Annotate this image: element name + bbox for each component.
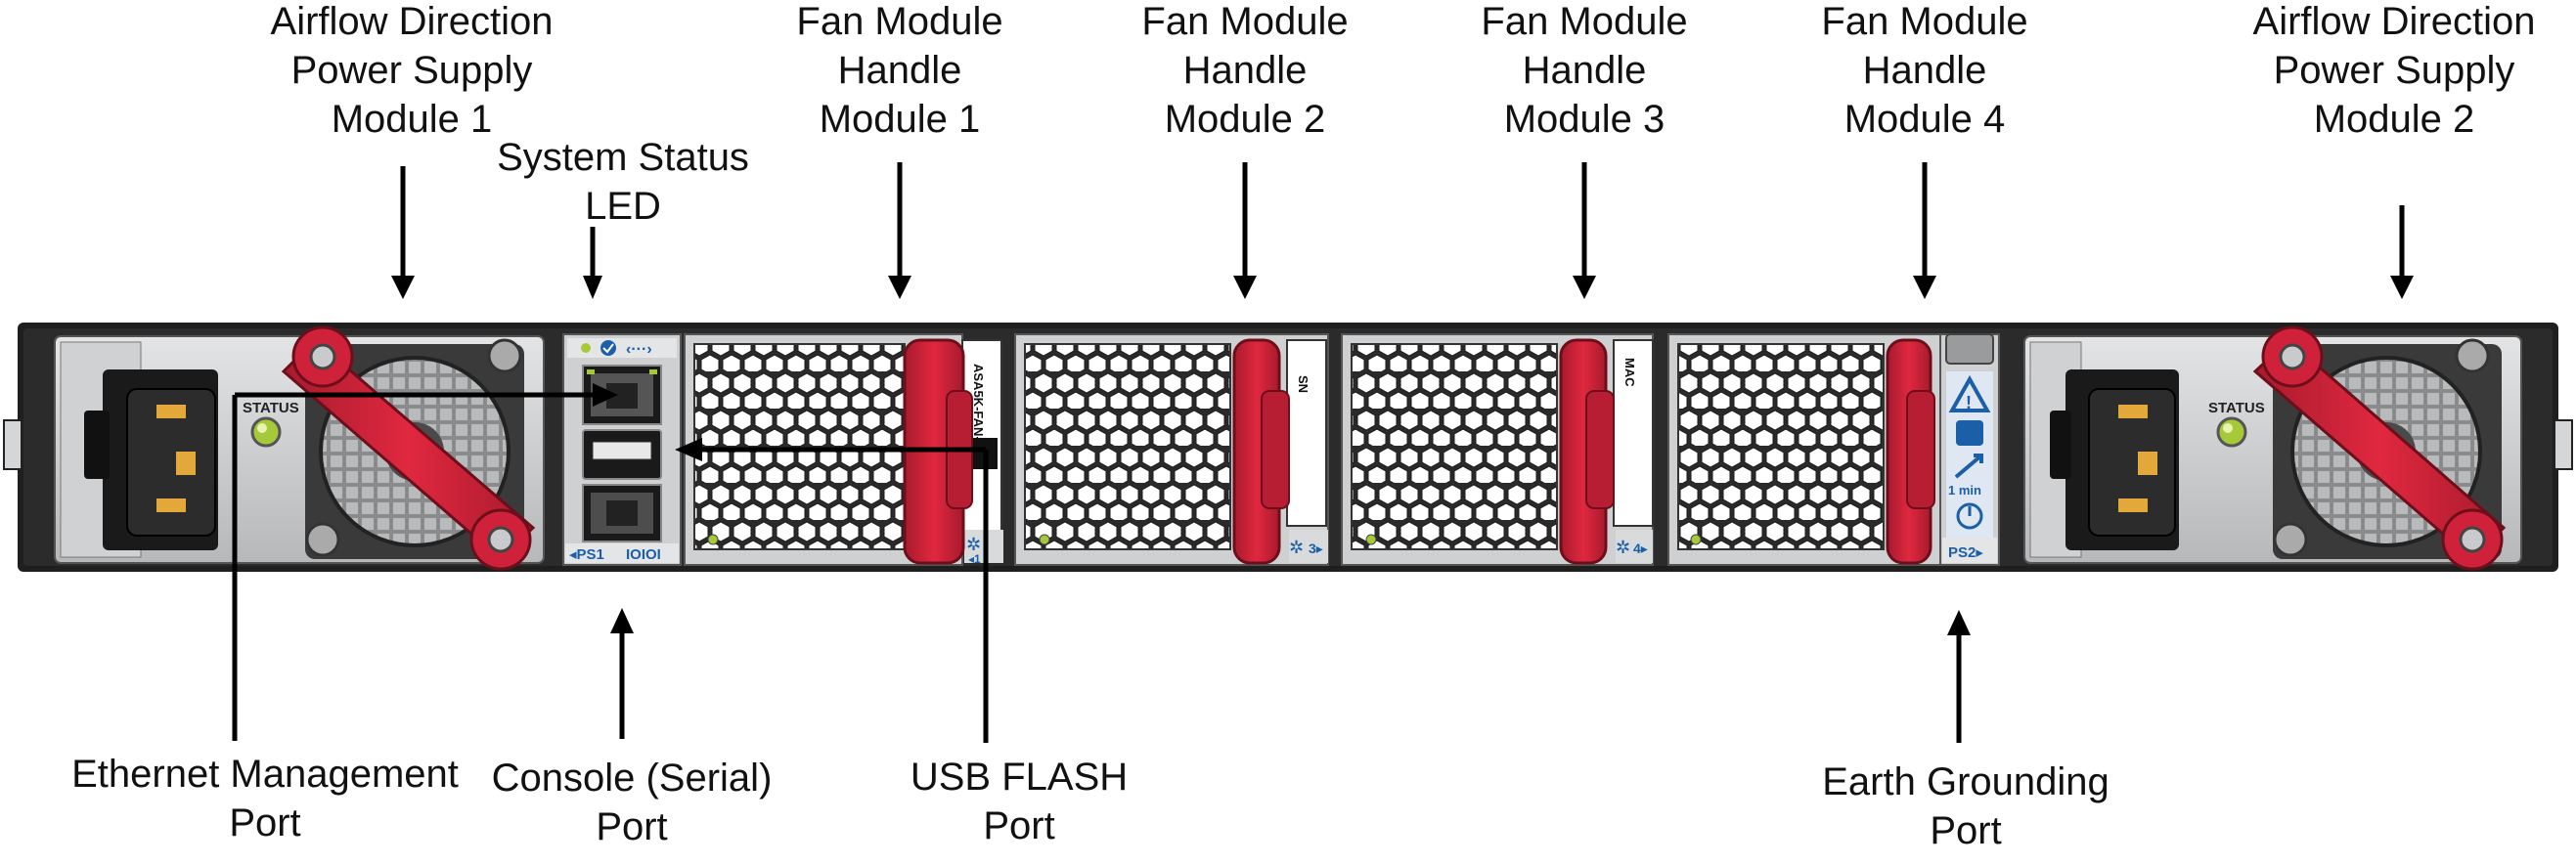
svg-text:!: ! <box>1966 393 1972 412</box>
label-ethernet-management-port: Ethernet Management Port <box>71 753 459 844</box>
fan-icon: ✲ <box>966 535 981 554</box>
label-system-status-led: System Status LED <box>497 136 749 228</box>
label-console-port: Console (Serial) Port <box>491 757 773 848</box>
power-inlet-pin <box>2118 498 2148 512</box>
fan-module-1: ASA5K-FAN-001 ✲ ◂1 <box>684 333 1003 566</box>
label-usb-flash-port: USB FLASH Port <box>910 756 1129 847</box>
check-icon <box>600 340 616 356</box>
power-supply-module-1: STATUS <box>54 325 545 571</box>
ps2-tag: PS2▸ <box>1948 544 1983 561</box>
power-inlet-pin <box>176 452 196 475</box>
fan4-handle <box>1886 338 1935 565</box>
fan-module-4 <box>1667 333 1941 566</box>
power-inlet-pin <box>2118 405 2148 418</box>
callout-arrows <box>232 162 2414 743</box>
fan-icon: ✲ <box>1289 538 1304 557</box>
psu2-status-led <box>2216 416 2247 448</box>
warning-icon <box>1948 374 1991 412</box>
label-fan3-handle: Fan Module Handle Module 3 <box>1481 0 1688 141</box>
fan2-serial-label <box>1286 339 1327 527</box>
fan2-tag: 3▸ <box>1309 541 1323 556</box>
fan1-tag: ◂1 <box>968 552 981 566</box>
management-panel: ‹···› ◂PS1 IOIOI <box>562 333 682 566</box>
label-fan2-handle: Fan Module Handle Module 2 <box>1141 0 1349 141</box>
fan1-slot-text: ASA5K-FAN-001 <box>971 364 986 461</box>
power-inlet-pin <box>156 405 186 418</box>
fan3-handle <box>1559 338 1615 565</box>
timer-icon <box>1956 502 1983 530</box>
console-tag: IOIOI <box>626 546 661 563</box>
psu1-status-label: STATUS <box>243 400 299 416</box>
fan3-tag: 4▸ <box>1633 541 1648 556</box>
label-psu1-airflow: Airflow Direction Power Supply Module 1 <box>270 0 554 141</box>
fan3-slot-text: MAC <box>1622 358 1637 387</box>
fan-module-2: SN ✲ 3▸ <box>1014 333 1329 566</box>
power-supply-module-2: STATUS <box>2023 325 2522 571</box>
psu1-status-led <box>250 416 282 448</box>
network-icon: ‹···› <box>626 341 652 358</box>
label-fan1-handle: Fan Module Handle Module 1 <box>796 0 1003 141</box>
left-ear <box>3 419 22 470</box>
ps1-tag: ◂PS1 <box>569 546 604 563</box>
ground-arrow-icon <box>1954 454 1983 479</box>
label-earth-grounding-port: Earth Grounding Port <box>1822 760 2110 852</box>
ground-screw-icon <box>1956 420 1983 446</box>
power-inlet-pin <box>2138 452 2157 475</box>
fan-icon: ✲ <box>1616 538 1630 557</box>
system-status-led <box>581 343 591 353</box>
fan3-serial-label <box>1613 339 1654 527</box>
psu2-status-label: STATUS <box>2208 400 2265 416</box>
earth-grounding-panel: ! 1 min PS2▸ <box>1939 333 2000 566</box>
right-ear <box>2554 419 2573 470</box>
label-fan4-handle: Fan Module Handle Module 4 <box>1821 0 2028 141</box>
fan-module-3: MAC ✲ 4▸ <box>1341 333 1654 566</box>
fan2-handle <box>1232 338 1290 565</box>
ground-time-label: 1 min <box>1948 483 1981 498</box>
psu2-handle <box>2252 325 2507 571</box>
label-psu2-airflow: Airflow Direction Power Supply Module 2 <box>2252 0 2536 141</box>
fan2-slot-text: SN <box>1296 375 1310 393</box>
power-inlet-pin <box>156 498 186 512</box>
